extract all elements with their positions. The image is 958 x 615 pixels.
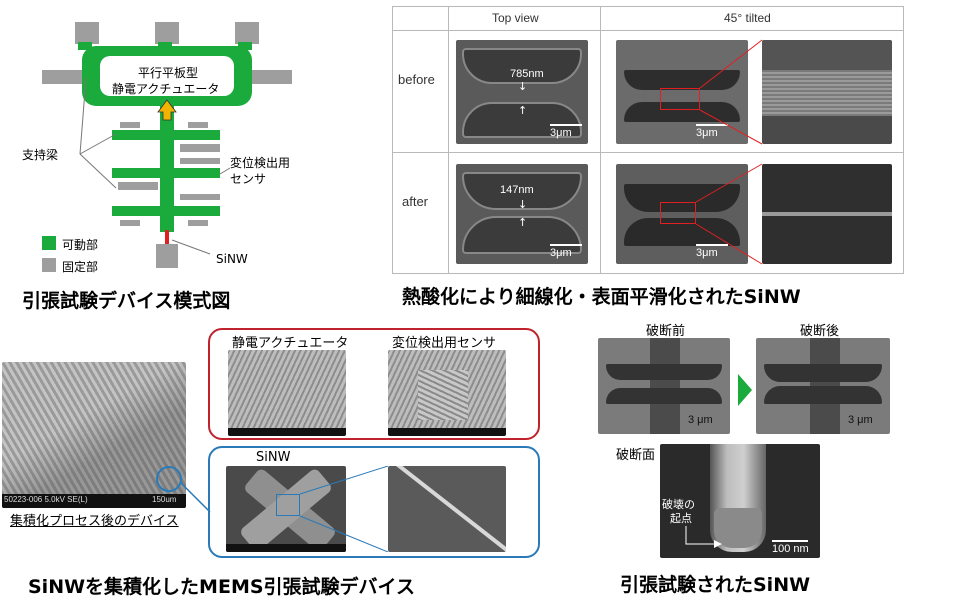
actuator-label-line1: 平行平板型 xyxy=(138,66,199,80)
chevron-right-icon xyxy=(738,374,752,406)
focus-circle xyxy=(156,466,182,492)
col-top-view: Top view xyxy=(492,11,539,25)
legend-fixed-swatch xyxy=(42,258,56,272)
gap-after: 147nm xyxy=(500,184,534,196)
sem-actuator xyxy=(228,350,346,436)
fixed-pad xyxy=(156,244,178,268)
sensor-combs xyxy=(112,122,220,226)
sinw-line xyxy=(165,230,169,244)
scale-before-top: 3μm xyxy=(550,127,572,139)
sensor-label: 変位検出用センサ xyxy=(392,336,497,351)
oxidation-caption: 熱酸化により細線化・表面平滑化されたSiNW xyxy=(402,286,801,308)
legend-fixed: 固定部 xyxy=(62,260,99,274)
actuator-inner xyxy=(100,56,234,96)
sem-before-top: 785nm ↓ ↑ 3μm xyxy=(456,40,588,144)
arrow-down-icon: ↓ xyxy=(518,198,528,211)
sinw-zoom-lines xyxy=(299,466,389,552)
actuator-sensor-frame xyxy=(208,328,540,440)
before-fracture-label: 破断前 xyxy=(646,324,686,339)
focus-connector xyxy=(179,481,211,513)
gap-before: 785nm xyxy=(510,68,544,80)
actuator-label-line2: 静電アクチュエータ xyxy=(112,82,220,96)
origin-label-line1: 破壊の xyxy=(662,498,695,511)
device-schematic xyxy=(42,22,292,268)
legend-movable: 可動部 xyxy=(62,238,99,252)
sem-device-overview: 50223-006 5.0kV SE(L) 150um xyxy=(2,362,186,508)
row-before: before xyxy=(398,72,435,87)
arrow-up-icon: ↑ xyxy=(518,104,528,117)
sem-before-zoom xyxy=(762,40,892,144)
sem-after-tilted: 3μm xyxy=(616,164,748,264)
schematic-caption: 引張試験デバイス模式図 xyxy=(22,290,231,312)
oxidation-table: Top view 45° tilted before after 785nm ↓… xyxy=(392,6,904,274)
sinw-frame xyxy=(208,446,540,558)
sem-after-zoom xyxy=(762,164,892,264)
sem-sinw-zoom xyxy=(388,466,506,552)
sem-before-fracture: 3 μm xyxy=(598,338,730,434)
sem-after-top: 147nm ↓ ↑ 3μm xyxy=(456,164,588,264)
sem-sinw xyxy=(226,466,346,552)
origin-pointer xyxy=(685,526,722,548)
legend-movable-swatch xyxy=(42,236,56,250)
col-tilted: 45° tilted xyxy=(724,11,771,25)
scale-after-tilted: 3μm xyxy=(696,247,718,259)
scale-before-tilted: 3μm xyxy=(696,127,718,139)
arrow-up-icon: ↑ xyxy=(518,216,528,229)
sem-sensor xyxy=(388,350,506,436)
surface-label: 破断面 xyxy=(616,448,656,463)
sem-after-fracture: 3 μm xyxy=(756,338,890,434)
surface-scale: 100 nm xyxy=(772,543,809,555)
sem-before-tilted: 3μm xyxy=(616,40,748,144)
force-arrow-icon xyxy=(157,99,177,121)
fixed-pad xyxy=(75,22,99,44)
scale-after-fracture: 3 μm xyxy=(848,414,873,426)
schematic-panel: 平行平板型 静電アクチュエータ 支持梁 変位検出用 センサ 可動部 固定部 Si… xyxy=(20,18,310,278)
sem-info: 50223-006 5.0kV SE(L) xyxy=(4,495,88,504)
after-fracture-label: 破断後 xyxy=(800,324,840,339)
integration-caption: SiNWを集積化したMEMS引張試験デバイス xyxy=(28,576,415,598)
zoom-lines xyxy=(695,39,763,265)
sinw-label: SiNW xyxy=(216,252,248,266)
actuator-label: 静電アクチュエータ xyxy=(232,336,349,351)
sem-fracture-surface: 破壊の 起点 100 nm xyxy=(660,444,820,558)
fixed-pad xyxy=(155,22,179,44)
device-caption: 集積化プロセス後のデバイス xyxy=(10,514,179,529)
scale-before-fracture: 3 μm xyxy=(688,414,713,426)
row-after: after xyxy=(402,194,429,209)
fracture-caption: 引張試験されたSiNW xyxy=(620,574,811,596)
sinw-label-integration: SiNW xyxy=(256,450,291,465)
fixed-pad xyxy=(235,22,259,44)
sensor-label-line1: 変位検出用 xyxy=(230,156,291,170)
sensor-label-line2: センサ xyxy=(230,172,267,186)
support-label: 支持梁 xyxy=(22,148,59,162)
origin-label-line2: 起点 xyxy=(670,512,692,525)
scale-after-top: 3μm xyxy=(550,247,572,259)
arrow-down-icon: ↓ xyxy=(518,80,528,93)
sem-scale: 150um xyxy=(152,495,177,504)
